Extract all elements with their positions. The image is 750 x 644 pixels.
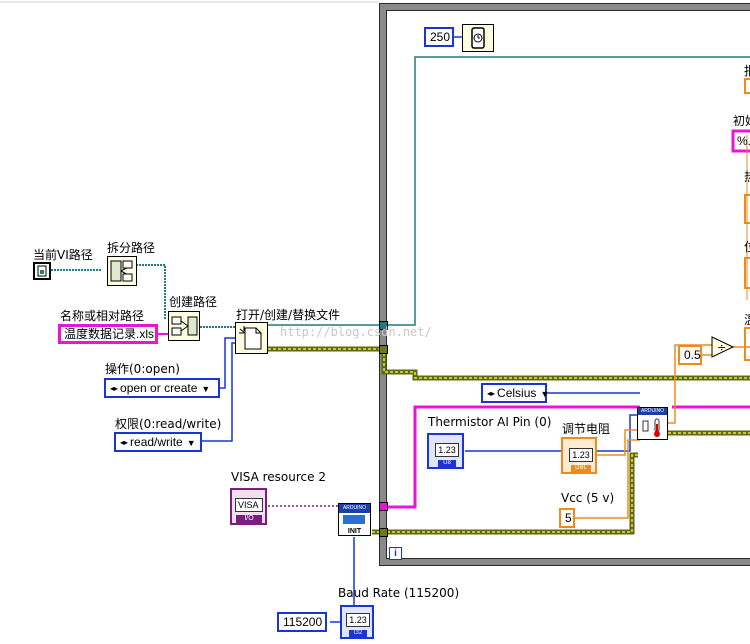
refnum-tunnel-top[interactable] [379,345,388,354]
path-wires [51,56,750,335]
dbl-type-label: DBL [571,465,591,472]
visa-tunnel[interactable] [379,502,388,511]
current-vi-path-node[interactable] [33,262,51,280]
visa-resource-control[interactable]: VISA I/O [230,488,267,525]
build-path-label: 创建路径 [169,295,218,309]
unit-value: Celsius [497,386,537,400]
cut-label-initial: 初始 [733,114,750,128]
split-path-icon [110,260,133,282]
wait-wire-stub [454,36,462,38]
build-path-icon [171,316,198,336]
adjust-resistor-label: 调节电阻 [562,422,611,436]
dropdown-icon: ▼ [201,384,211,394]
divide-icon: ÷ [717,341,726,354]
cut-label-b: 热 [744,168,750,185]
open-file-icon [239,326,262,350]
current-vi-path-label: 当前VI路径 [33,248,93,262]
thermistor-pin-control[interactable]: 1.23 U8 [427,433,464,469]
i32-type-label: I32 [349,630,367,637]
enum-arrows-icon: ◂▸ [487,389,496,398]
visa-text: VISA [235,498,263,512]
wait-ms-constant[interactable]: 250 [424,27,454,47]
access-value: read/write [130,435,183,449]
arduino-banner: ARDUINO [638,408,667,415]
thermistor-pin-label: Thermistor AI Pin (0) [428,415,552,429]
arduino-board-icon [343,515,365,524]
init-text: INIT [347,528,362,535]
dropdown-icon: ▼ [540,389,550,399]
build-path-node[interactable] [168,311,200,341]
u8-type-label: U8 [438,460,456,467]
adjust-resistor-control[interactable]: 1.23 DBL [561,437,597,474]
divisor-constant[interactable]: 0.5 [678,345,702,365]
arduino-thermistor-node[interactable]: ARDUINO [637,407,668,440]
loop-iteration-terminal[interactable]: i [389,547,402,560]
access-ring-constant[interactable]: ◂▸read/write▼ [114,432,202,452]
wristwatch-icon [471,27,485,49]
cut-label-e: 温 [744,311,750,328]
file-name-label: 名称或相对路径 [60,309,145,323]
path-tunnel[interactable] [379,321,388,330]
vcc-label: Vcc (5 v) [561,491,615,505]
baud-rate-label: Baud Rate (115200) [338,586,460,600]
io-type-label: I/O [236,515,262,523]
split-path-label: 拆分路径 [107,241,156,255]
baud-numeric-display: 1.23 [346,613,370,627]
document-icon [37,265,47,277]
file-name-constant[interactable]: 温度数据记录.xls [58,324,158,344]
arduino-init-node[interactable]: ARDUINO INIT [338,503,371,536]
open-file-label: 打开/创建/替换文件 [236,308,341,322]
thermistor-numeric-display: 1.23 [435,443,459,457]
arduino-banner: ARDUINO [339,504,370,513]
split-path-node[interactable] [107,256,137,286]
vcc-constant[interactable]: 5 [559,508,575,528]
unit-ring-constant[interactable]: ◂▸Celsius▼ [481,383,550,403]
wait-ms-node[interactable] [462,24,494,52]
visa-resource-label: VISA resource 2 [231,470,326,484]
resistor-numeric-display: 1.23 [569,448,593,462]
while-loop-frame[interactable] [379,3,750,566]
enum-arrows-icon: ◂▸ [120,438,129,447]
operation-label: 操作(0:open) [105,362,180,376]
format-string-fragment[interactable]: %. [737,134,750,148]
cut-label-d: 位 [744,238,750,255]
access-label: 权限(0:read/write) [115,417,222,431]
dropdown-icon: ▼ [186,438,196,448]
open-create-replace-file-node[interactable] [235,322,268,354]
cut-label-top: 报 [744,62,750,79]
baud-rate-constant[interactable]: 115200 [277,612,327,632]
refnum-tunnel-bottom[interactable] [379,528,388,537]
enum-arrows-icon: ◂▸ [110,384,119,393]
divide-node[interactable]: ÷ [711,336,735,358]
thermometer-icon [642,418,660,437]
watermark-text: http://blog.csdn.net/ [280,325,432,339]
operation-ring-constant[interactable]: ◂▸open or create▼ [104,378,220,398]
operation-value: open or create [120,381,198,395]
baud-rate-control[interactable]: 1.23 I32 [340,605,374,639]
